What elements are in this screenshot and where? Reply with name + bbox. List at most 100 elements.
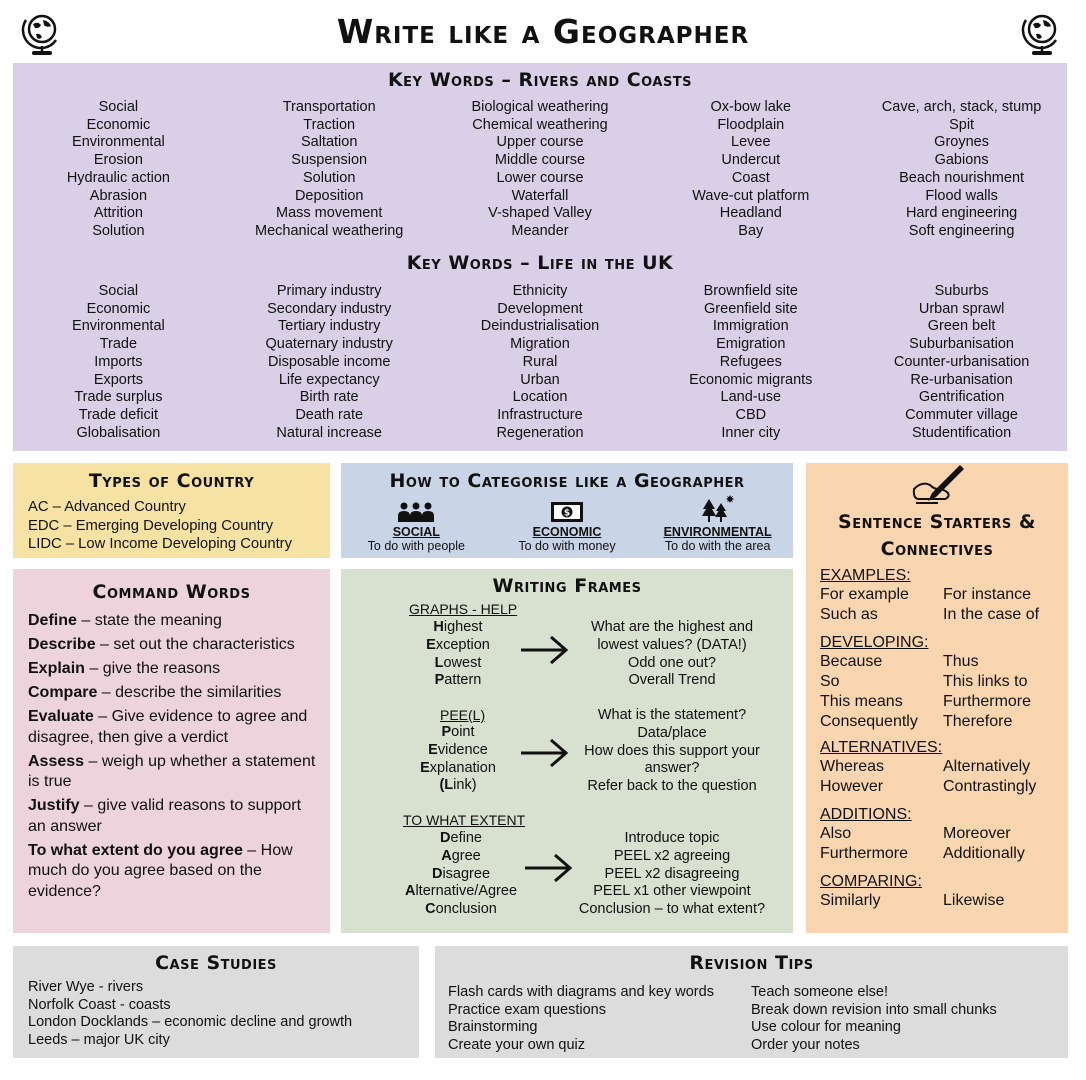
arrow-right-icon xyxy=(521,738,569,768)
connective: Thus xyxy=(943,653,979,670)
key-word: Environmental xyxy=(72,318,165,335)
list-item: Define – state the meaning xyxy=(28,612,222,629)
key-word: Upper course xyxy=(496,134,584,151)
list-item: Order your notes xyxy=(751,1036,860,1053)
key-word: Undercut xyxy=(721,152,781,169)
categorise-heading: How to Categorise like a Geographer xyxy=(389,470,745,492)
key-word: Transportation xyxy=(282,99,376,115)
answer-list: What is the statement? Data/place How do… xyxy=(584,707,760,795)
key-word: Lower course xyxy=(496,169,584,186)
list-item: Evaluate – Give evidence to agree and di… xyxy=(28,708,308,746)
list-item: London Docklands – economic decline and … xyxy=(28,1014,353,1030)
connective: For instance xyxy=(943,586,1032,603)
command-list: Define – state the meaning Describe – se… xyxy=(28,611,320,906)
writing-frames-panel: Writing Frames GRAPHS - HELP Highest Exc… xyxy=(341,569,793,933)
group-label: ALTERNATIVES: xyxy=(820,739,943,756)
tips-right-list: Teach someone else! Break down revision … xyxy=(751,984,997,1054)
key-word: Chemical weathering xyxy=(472,116,608,133)
key-word: Middle course xyxy=(494,152,586,169)
key-word: Green belt xyxy=(927,318,996,335)
key-word: Levee xyxy=(731,134,771,151)
key-word: Death rate xyxy=(295,406,364,423)
types-of-country-panel: Types of Country AC – Advanced Country E… xyxy=(13,463,330,558)
key-word: Attrition xyxy=(93,205,143,222)
key-word: Soft engineering xyxy=(908,222,1015,239)
key-word: Refugees xyxy=(719,353,782,370)
list-item: River Wye - rivers xyxy=(28,979,144,995)
sentence-heading: Sentence Starters & Connectives xyxy=(838,511,1036,560)
connective: Moreover xyxy=(943,825,1011,842)
sentence-starters-panel: Sentence Starters & Connectives EXAMPLES… xyxy=(806,463,1068,933)
key-word: Waterfall xyxy=(511,187,569,204)
trees-icon xyxy=(701,495,734,522)
case-studies-panel: Case Studies River Wye - rivers Norfolk … xyxy=(13,946,419,1058)
connective: In the case of xyxy=(943,606,1040,623)
connective: Also xyxy=(820,825,852,842)
list-item: LIDC – Low Income Developing Country xyxy=(28,536,293,552)
key-word: Brownfield site xyxy=(703,283,798,299)
key-word: Trade deficit xyxy=(78,406,159,423)
frame-label: GRAPHS - HELP xyxy=(409,601,518,617)
types-list: AC – Advanced Country EDC – Emerging Dev… xyxy=(28,498,292,554)
types-heading: Types of Country xyxy=(88,470,255,492)
key-word: Land-use xyxy=(720,389,782,406)
command-heading: Command Words xyxy=(92,581,251,603)
key-word: Suburbanisation xyxy=(909,336,1014,353)
key-word: Urban xyxy=(520,371,560,388)
key-word: Deposition xyxy=(294,187,364,204)
category-desc: To do with people xyxy=(367,539,465,553)
category-title: ENVIRONMENTAL xyxy=(663,525,772,539)
key-word: Disposable income xyxy=(267,353,391,370)
globe-icon xyxy=(1021,14,1058,55)
key-word: Suburbs xyxy=(934,283,989,299)
key-word: Hard engineering xyxy=(905,205,1018,222)
key-word: Suspension xyxy=(291,152,368,169)
key-word: Ethnicity xyxy=(512,283,568,299)
list-item: Leeds – major UK city xyxy=(28,1031,170,1048)
arrow-right-icon xyxy=(521,635,569,665)
key-word: Groynes xyxy=(934,134,989,151)
list-item: Brainstorming xyxy=(448,1019,538,1035)
key-word: Erosion xyxy=(93,152,143,169)
key-word: Greenfield site xyxy=(704,300,798,317)
key-word: Mass movement xyxy=(276,205,383,222)
key-word: Imports xyxy=(94,353,143,370)
key-word: Biological weathering xyxy=(471,99,609,115)
revision-tips-panel: Revision Tips Flash cards with diagrams … xyxy=(435,946,1068,1058)
key-word: Cave, arch, stack, stump xyxy=(881,99,1042,115)
category-social: SOCIAL To do with people xyxy=(346,499,486,553)
key-word: Gentrification xyxy=(918,389,1005,406)
acronym-list: Highest Exception Lowest Pattern xyxy=(426,619,490,689)
key-word: Infrastructure xyxy=(497,406,583,423)
connective: Therefore xyxy=(943,713,1013,730)
connective: Whereas xyxy=(820,758,885,775)
key-word: Abrasion xyxy=(89,187,148,204)
key-word: Social xyxy=(98,99,139,115)
key-word: Globalisation xyxy=(76,424,161,441)
key-word: Counter-urbanisation xyxy=(893,353,1030,370)
pen-hand-icon xyxy=(912,465,964,504)
key-word: Gabions xyxy=(934,152,989,169)
connective: Such as xyxy=(820,606,878,623)
category-desc: To do with the area xyxy=(664,539,771,553)
list-item: Create your own quiz xyxy=(448,1036,586,1053)
categorise-panel: How to Categorise like a Geographer SOCI… xyxy=(341,463,793,558)
key-word: Studentification xyxy=(912,424,1012,441)
group-label: COMPARING: xyxy=(820,873,922,890)
key-word: Hydraulic action xyxy=(66,169,170,186)
key-word: Spit xyxy=(949,116,975,133)
list-item: AC – Advanced Country xyxy=(28,499,186,515)
connective: Similarly xyxy=(820,892,881,909)
list-item: Explain – give the reasons xyxy=(28,660,221,677)
